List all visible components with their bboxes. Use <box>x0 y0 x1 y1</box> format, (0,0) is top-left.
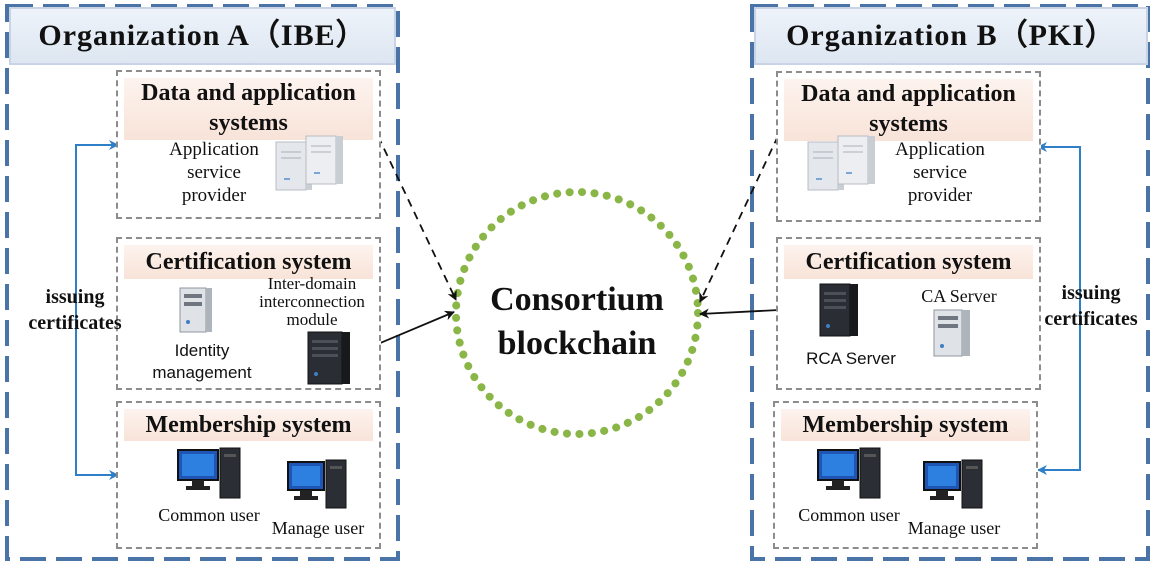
org-a-manage-user-computer-icon <box>287 459 347 509</box>
org-b-manage-user-label: Manage user <box>907 518 1001 538</box>
org-b-frame <box>750 4 1150 561</box>
org-a-common-user-computer-icon <box>177 447 241 499</box>
center-title-line2: blockchain <box>497 325 657 362</box>
org-a-manage-user-label: Manage user <box>271 518 365 538</box>
org-b-rca-server-icon <box>819 283 858 337</box>
org-b-common-user-computer-icon <box>817 447 881 499</box>
consortium-blockchain-circle <box>452 188 702 438</box>
org-a-interdomain-server-icon <box>307 331 350 385</box>
org-b-asp-label: Application service provider <box>895 139 985 206</box>
org-b-ca-server-icon <box>933 309 970 357</box>
arrow-b-data-to-chain <box>699 135 779 303</box>
org-a-frame <box>5 4 400 561</box>
org-b-rca-server-label: RCA Server <box>806 349 896 368</box>
org-a-certification-system: Certification system <box>116 237 381 390</box>
org-a-data-systems: Data and application systems <box>116 70 381 219</box>
org-b-issuing-label: issuing certificates <box>1044 282 1138 330</box>
org-b-membership-system: Membership system <box>773 401 1038 549</box>
org-a-data-systems-title: Data and application systems <box>124 78 373 140</box>
org-a-identity-server-icon <box>179 287 212 333</box>
org-a-membership-system: Membership system <box>116 401 381 549</box>
org-b-data-systems-title: Data and application systems <box>784 79 1033 141</box>
arrow-a-data-to-chain <box>377 135 457 301</box>
org-b-membership-title: Membership system <box>781 409 1030 441</box>
org-a-membership-title: Membership system <box>124 409 373 441</box>
org-b-common-user-label: Common user <box>798 505 900 525</box>
org-a-identity-label: Identity management <box>152 341 252 382</box>
org-b-title: Organization B（PKI） <box>754 7 1148 65</box>
center-title-line1: Consortium <box>490 281 664 318</box>
org-b-certification-title: Certification system <box>784 245 1033 279</box>
org-b-manage-user-computer-icon <box>923 459 983 509</box>
org-b-application-server-icon <box>807 135 875 191</box>
org-a-issuing-label: issuing certificates <box>28 286 122 334</box>
org-b-ca-server-label: CA Server <box>921 286 997 306</box>
org-a-certification-title: Certification system <box>124 245 373 279</box>
org-a-interdomain-label: Inter-domain interconnection module <box>259 274 365 329</box>
org-a-asp-label: Application service provider <box>169 139 259 206</box>
org-a-application-server-icon <box>275 135 343 191</box>
org-a-title: Organization A（IBE） <box>9 7 396 65</box>
org-a-common-user-label: Common user <box>158 505 260 525</box>
